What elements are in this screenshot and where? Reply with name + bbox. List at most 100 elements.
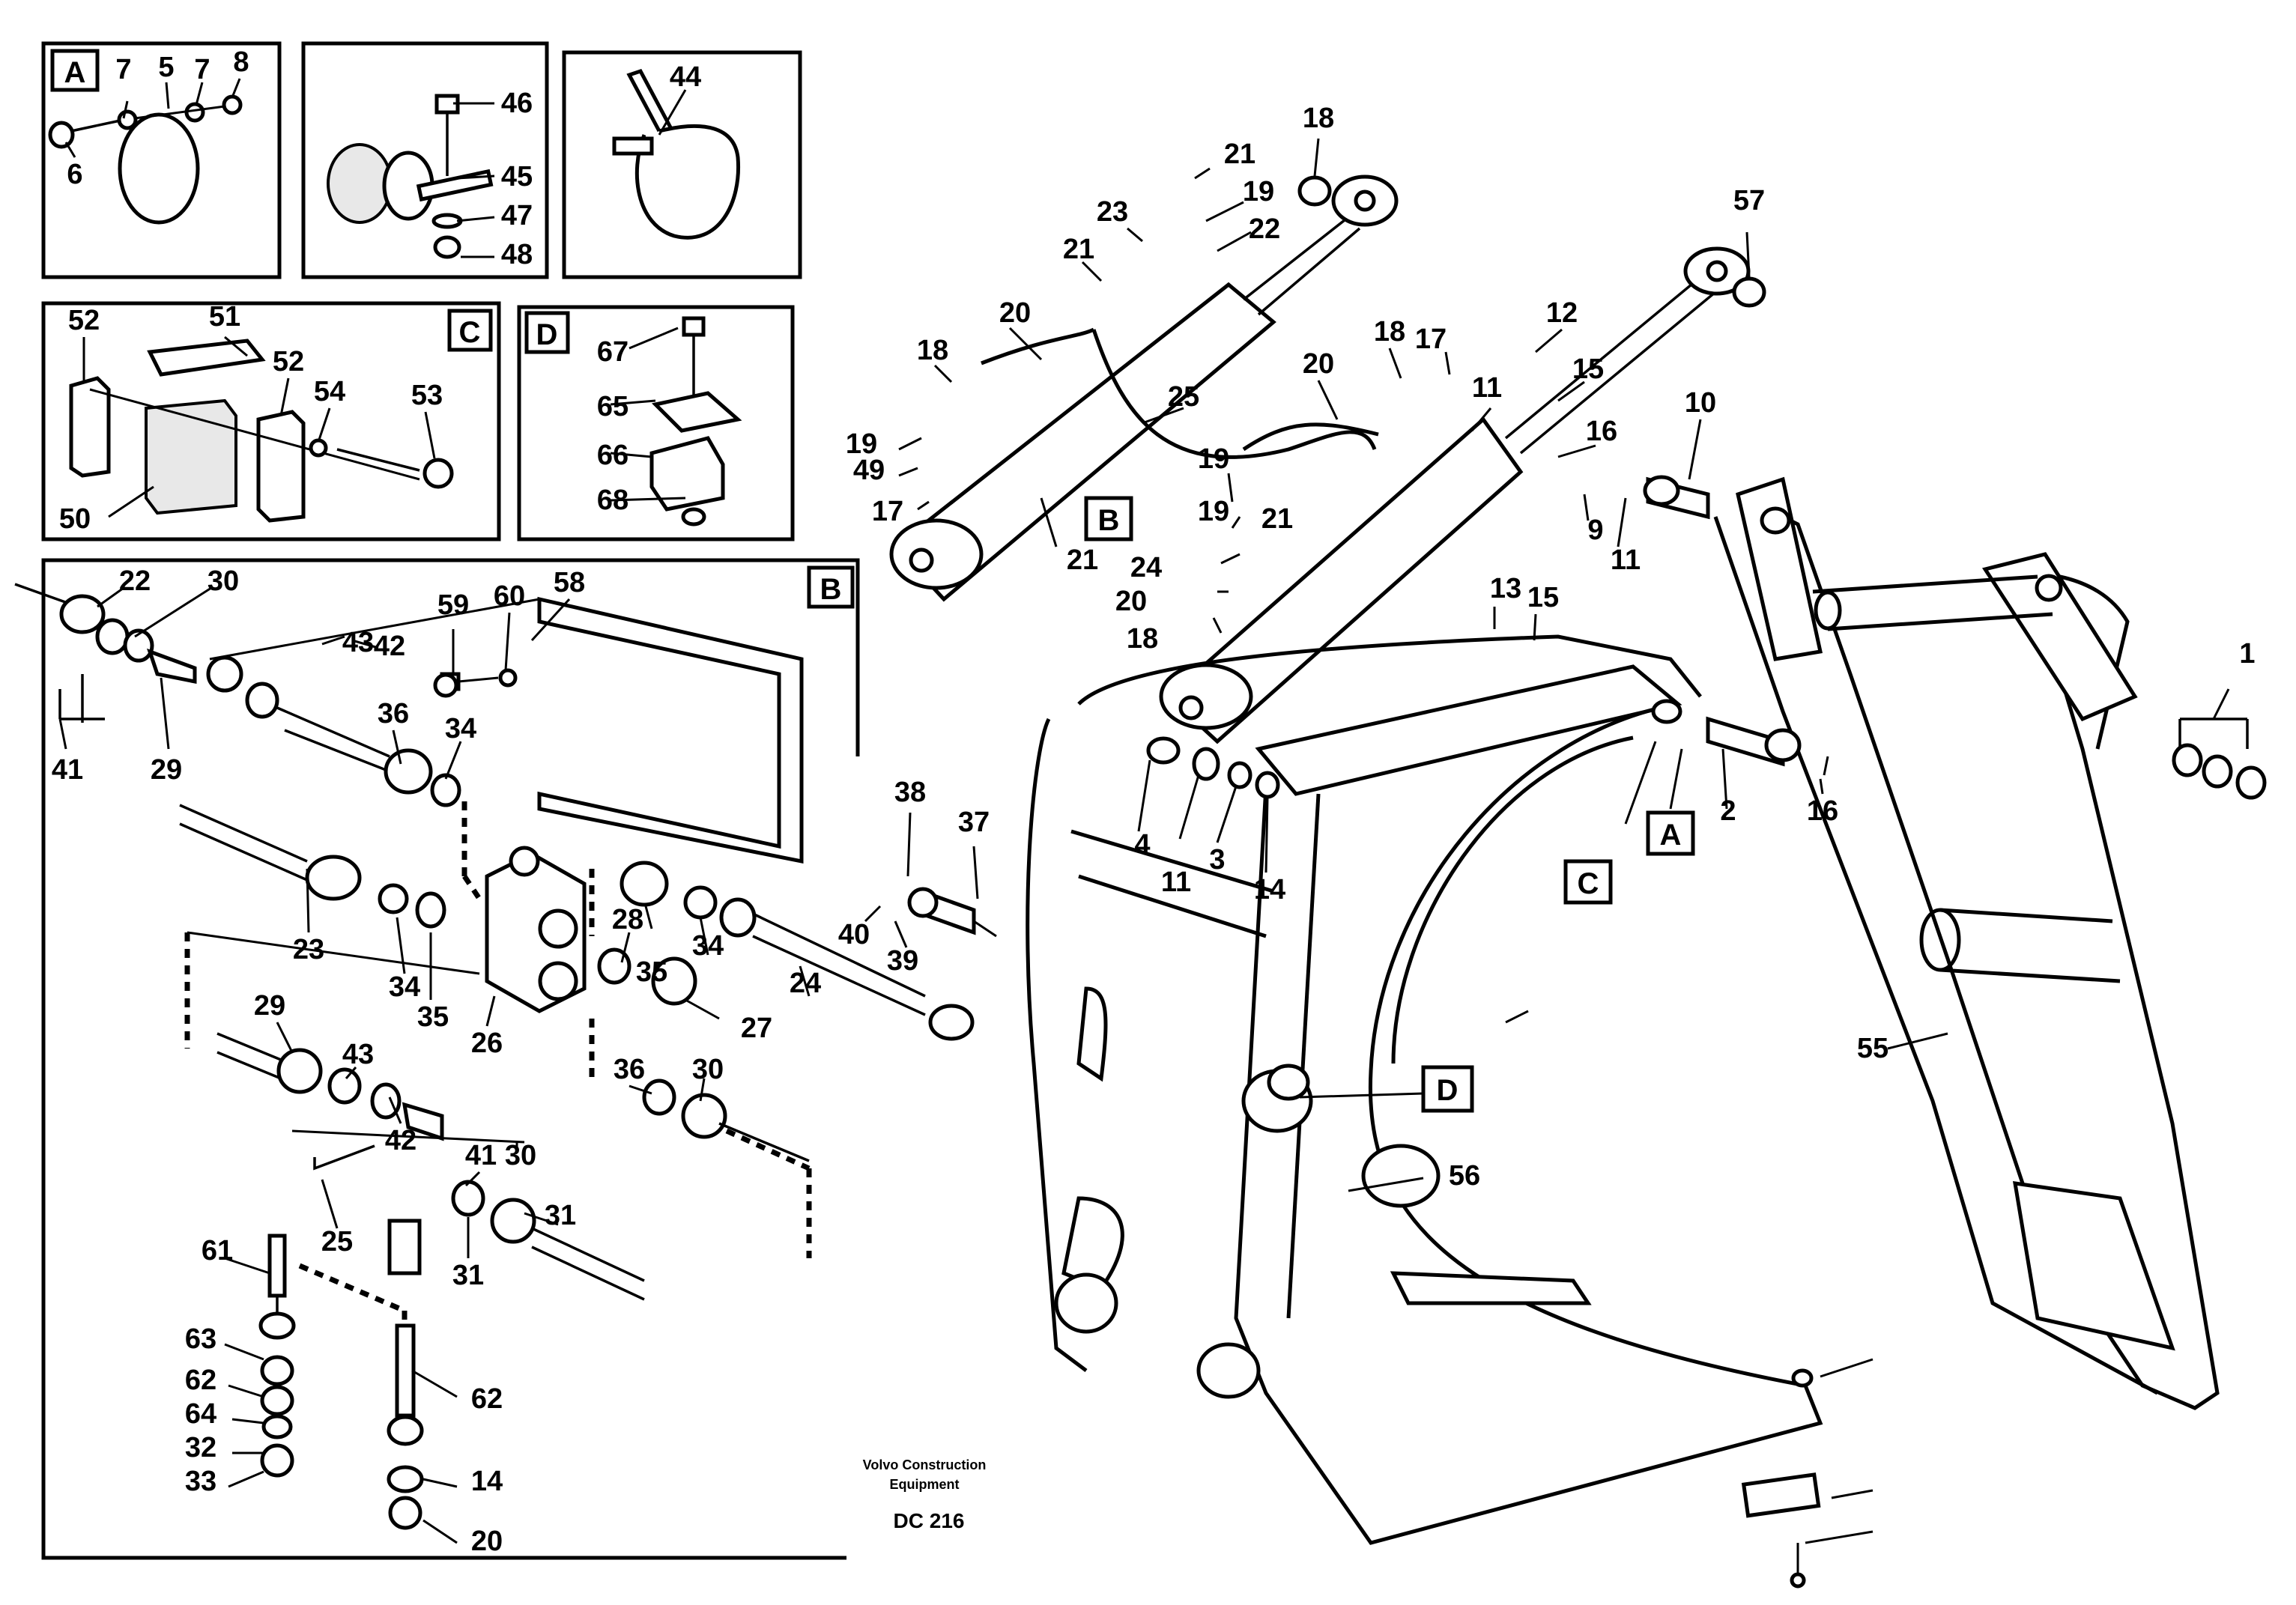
callout-59: 59 [437,589,469,621]
callout-68: 68 [597,485,628,516]
callout-9: 9 [1587,515,1603,546]
callout-41: 41 [52,754,83,786]
callout-53: 53 [411,380,443,411]
callout-18: 18 [1127,623,1158,655]
callout-56: 56 [1449,1160,1480,1192]
inset-a-frame [41,41,282,279]
callout-16: 16 [1807,795,1838,827]
callout-45: 45 [501,161,533,192]
tag-inset-c-label: C [459,316,481,349]
callout-14: 14 [1254,874,1285,905]
main-assembly-drawing [889,175,2267,1589]
callout-13: 13 [1490,573,1521,604]
callout-18: 18 [1374,316,1405,348]
callout-3: 3 [1209,844,1225,876]
callout-51: 51 [209,301,240,333]
callout-15: 15 [1527,582,1559,613]
callout-19: 19 [846,428,877,460]
callout-43: 43 [342,1039,374,1070]
tag-inset-b: B [807,565,855,609]
tag-ref-c: C [1563,859,1613,905]
callout-35: 35 [417,1001,449,1033]
callout-23: 23 [293,934,324,965]
callout-20: 20 [1303,348,1334,380]
callout-54: 54 [314,376,345,407]
tag-ref-a-label: A [1660,819,1682,852]
tag-ref-b-label: B [1098,504,1120,537]
callout-43: 43 [342,627,374,658]
callout-25: 25 [1168,381,1199,413]
callout-21: 21 [1063,234,1094,265]
inset-strap-frame [562,50,802,279]
callout-17: 17 [1415,324,1447,355]
callout-62: 62 [471,1383,503,1415]
inset-c-frame [41,301,501,541]
callout-55: 55 [1857,1033,1888,1064]
inset-frames [41,41,860,1560]
callout-34: 34 [692,930,724,962]
callout-7: 7 [194,54,210,85]
callout-18: 18 [917,335,948,366]
callout-48: 48 [501,239,533,270]
callout-19: 19 [1243,176,1274,207]
callout-66: 66 [597,440,628,471]
callout-42: 42 [385,1125,417,1156]
callout-5: 5 [158,52,174,83]
callout-25: 25 [321,1226,353,1257]
callout-36: 36 [614,1054,645,1085]
callout-8: 8 [233,46,249,78]
inset-b-frame [41,558,860,1560]
callout-60: 60 [494,580,525,612]
inset-tags: A C D B B A C D [50,49,1695,1113]
callout-35: 35 [636,956,667,988]
callout-7: 7 [115,54,131,85]
tag-inset-b-label: B [820,573,842,606]
callout-21: 21 [1224,139,1255,170]
callout-40: 40 [838,919,870,950]
callout-21: 21 [1261,503,1293,535]
callout-27: 27 [741,1013,772,1044]
callout-17: 17 [872,496,903,527]
callout-15: 15 [1572,354,1604,385]
callout-11: 11 [1161,867,1191,898]
leader-lines [58,78,2230,1544]
callout-33: 33 [185,1466,216,1497]
footer: Volvo Construction Equipment DC 216 [863,1457,987,1532]
inset-clamp-frame [301,41,549,279]
callout-1: 1 [2239,638,2255,670]
callout-24: 24 [1130,552,1162,583]
callout-30: 30 [208,565,239,597]
callout-20: 20 [999,297,1031,329]
callout-22: 22 [119,565,151,597]
callout-37: 37 [958,807,990,838]
callout-18: 18 [1303,103,1334,134]
wear-pad-drawing [69,339,454,523]
inset-d-frame [517,305,795,541]
callout-26: 26 [471,1028,503,1059]
callout-52: 52 [273,346,304,377]
footer-company-line2: Equipment [890,1477,960,1492]
callout-62: 62 [185,1365,216,1396]
callout-64: 64 [185,1398,216,1430]
strap-drawing [612,68,741,240]
callout-46: 46 [501,88,533,119]
callout-2: 2 [1720,795,1736,827]
tag-ref-d-label: D [1437,1074,1459,1107]
callout-28: 28 [612,904,643,935]
callout-49: 49 [853,455,885,486]
callout-30: 30 [692,1054,724,1085]
callout-10: 10 [1685,387,1716,419]
callout-67: 67 [597,336,628,368]
callout-34: 34 [389,971,420,1003]
callout-58: 58 [554,567,585,598]
callout-63: 63 [185,1323,216,1355]
callout-50: 50 [59,503,91,535]
tag-inset-a-label: A [64,56,86,89]
tag-inset-c: C [447,309,493,352]
callout-6: 6 [67,159,82,190]
callout-24: 24 [790,968,821,999]
footer-drawing-code: DC 216 [894,1509,965,1532]
tag-ref-c-label: C [1578,867,1599,900]
